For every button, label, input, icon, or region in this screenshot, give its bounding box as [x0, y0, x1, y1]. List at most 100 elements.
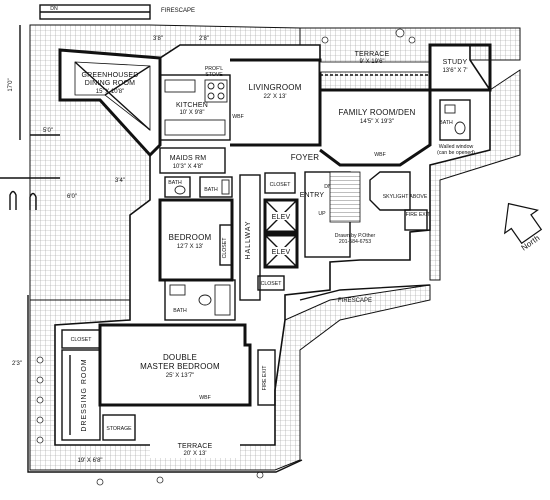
- planters: [36, 28, 416, 486]
- terrace-outer-border: [27, 295, 303, 473]
- closet-upper-label: CLOSET: [270, 182, 292, 188]
- kitchen-dims: 10' X 9'8": [179, 110, 204, 116]
- firescape-top: DN FIRESCAPE: [39, 4, 195, 20]
- master-wbf-label: WBF: [199, 395, 211, 401]
- storage: STORAGE: [102, 414, 136, 441]
- master-closet-label: CLOSET: [71, 337, 93, 343]
- master-bedroom-dims: 25' X 13'7": [166, 373, 194, 379]
- dim-23: 2'3": [12, 361, 22, 367]
- family-room-dims: 14'5" X 19'3": [360, 119, 394, 125]
- bedroom-bath-label: BATH: [204, 187, 218, 193]
- firescape-mid-label: FIRESCAPE: [338, 298, 372, 304]
- entry-up-label: UP: [318, 211, 326, 217]
- dim-28: 2'8": [199, 36, 209, 42]
- bedroom-dims: 12'7 X 13': [177, 244, 203, 250]
- fire-exit-right-label: FIRE EXIT: [406, 212, 432, 218]
- maids-room-label: MAIDS RM: [170, 155, 207, 162]
- family-wbf-label: WBF: [374, 152, 386, 158]
- study-bath-label: BATH: [439, 120, 453, 126]
- firescape-mid: FIRESCAPE: [299, 284, 431, 304]
- terrace-bottom-label: TERRACE 20' X 13': [150, 440, 240, 458]
- bedroom-bath: BATH: [199, 176, 233, 198]
- master-closet: CLOSET: [61, 329, 101, 349]
- family-room: FAMILY ROOM/DEN 14'5" X 19'3" WBF Walled…: [319, 88, 475, 167]
- plant-icon: [156, 476, 164, 484]
- fire-exit-lower: FIRE EXIT: [257, 349, 276, 406]
- dressing-room: DRESSING ROOM: [61, 349, 101, 441]
- walled-window-1: Walled window: [439, 144, 474, 150]
- plant-icon: [408, 36, 416, 44]
- walled-window-2: (can be opened): [437, 150, 475, 156]
- elevator-1-label: ELEV: [272, 214, 291, 221]
- dim-60: 6'0": [67, 194, 77, 200]
- closet-lower: CLOSET: [257, 275, 285, 291]
- kitchen-label: KITCHEN: [176, 102, 208, 109]
- study-label: STUDY: [443, 59, 468, 66]
- dim-19: 19' X 6'8": [77, 458, 102, 464]
- closet-lower-label: CLOSET: [261, 281, 283, 287]
- prof-stove-label-2: STOVE: [205, 72, 223, 78]
- terrace-top-dims: 9' X 19'6": [359, 59, 384, 65]
- dim-50: 5'0": [43, 128, 53, 134]
- entry-label: ENTRY: [300, 192, 325, 199]
- maids-room: MAIDS RM 10'3" X 4'8": [159, 147, 226, 174]
- living-room-label: LIVINGROOM: [248, 83, 301, 92]
- closet-upper: CLOSET: [264, 172, 296, 194]
- plant-icon: [96, 478, 104, 486]
- plant-icon: [256, 471, 264, 479]
- maids-bath-label: BATH: [168, 180, 182, 186]
- dim-38: 3'8": [153, 36, 163, 42]
- living-room: LIVINGROOM 22' X 13': [230, 58, 322, 147]
- master-bath-label: BATH: [173, 308, 187, 314]
- study-dims: 13'6" X 7': [442, 68, 467, 74]
- phone-label: 201-584-6753: [339, 239, 371, 245]
- terrace-top-name: TERRACE: [355, 51, 390, 58]
- maids-bath: BATH: [164, 176, 191, 198]
- master-bedroom-label-2: MASTER BEDROOM: [140, 362, 220, 371]
- terrace-bottom-dims: 20' X 13': [184, 451, 207, 457]
- dressing-room-label: DRESSING ROOM: [81, 358, 88, 431]
- skylight-label: SKYLIGHT ABOVE: [383, 194, 428, 200]
- storage-label: STORAGE: [106, 426, 132, 432]
- stairs: [329, 171, 361, 223]
- study: STUDY 13'6" X 7': [428, 43, 492, 92]
- elevator-2: ELEV: [263, 233, 299, 269]
- plant-icon: [36, 396, 44, 404]
- dim-34: 3'4": [115, 178, 125, 184]
- bedroom-closet-label: CLOSET: [222, 237, 228, 259]
- foyer: FOYER: [291, 153, 320, 162]
- entry-dn-label: DN: [324, 184, 332, 190]
- elevator-2-label: ELEV: [272, 249, 291, 256]
- master-bedroom-label-1: DOUBLE: [163, 353, 197, 362]
- plant-icon: [36, 436, 44, 444]
- north-arrow: North: [503, 202, 543, 253]
- bedroom-label: BEDROOM: [169, 233, 212, 242]
- people-silhouettes: [0, 177, 60, 210]
- hallway: HALLWAY: [239, 174, 261, 301]
- greenhouse-dims: 15' X 10'8": [96, 89, 124, 95]
- foyer-label: FOYER: [291, 153, 320, 162]
- plant-icon: [321, 36, 329, 44]
- plant-icon: [36, 376, 44, 384]
- drawn-by-label: Drawn by P.Other: [335, 233, 376, 239]
- plant-icon: [395, 28, 405, 38]
- greenhouse-label-1: GREENHOUSED: [81, 72, 138, 79]
- prof-stove-label-1: PROF'L: [205, 66, 223, 72]
- plant-icon: [36, 356, 44, 364]
- greenhouse-label-2: DINING ROOM: [85, 80, 135, 87]
- terrace-bottom-name: TERRACE: [178, 443, 213, 450]
- maids-room-dims: 10'3" X 4'8": [173, 164, 204, 170]
- entry: ENTRY DN UP: [300, 171, 361, 258]
- kitchen: KITCHEN 10' X 9'8" PROF'L STOVE WBF: [159, 66, 244, 141]
- dim-17: 17'0": [8, 78, 14, 91]
- dimensions: 17'0" 3'8" 2'8" 5'0" 3'4" 6'0" 2'3" 19' …: [8, 25, 209, 464]
- fire-exit-lower-label: FIRE EXIT: [262, 365, 268, 391]
- plant-icon: [36, 416, 44, 424]
- north-arrow-icon: [503, 202, 543, 245]
- hallway-label: HALLWAY: [245, 220, 252, 259]
- study-bath: BATH: [439, 99, 471, 141]
- family-room-label: FAMILY ROOM/DEN: [339, 108, 416, 117]
- kitchen-wbf-label: WBF: [232, 114, 244, 120]
- elevator-1: ELEV: [263, 198, 299, 234]
